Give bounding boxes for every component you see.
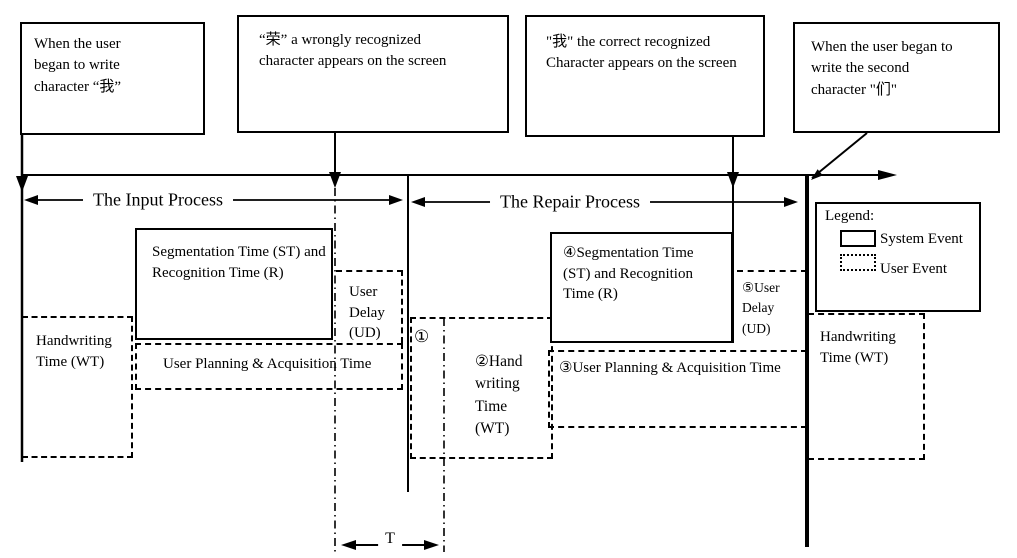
planning-time-1-label: User Planning & Acquisition Time [163, 356, 372, 372]
annotation-wrong-char-text: “荣” a wrongly recognized character appea… [259, 32, 447, 70]
segment-seg-recog-time-1: Segmentation Time (ST) and Recognition T… [135, 228, 333, 340]
event2-arrowhead [329, 172, 341, 188]
segment-user-delay-2: ⑤User Delay (UD) [737, 270, 807, 350]
legend-box: Legend: System Event User Event [815, 202, 981, 312]
input-process-label: The Input Process [83, 189, 233, 211]
annotation-box-wrong-char: “荣” a wrongly recognized character appea… [237, 15, 509, 133]
segment-reaction-and-rewrite-region [410, 317, 553, 459]
marker-1-circled: ① [414, 327, 430, 346]
event4-arrowhead [811, 169, 823, 180]
system-event-swatch [840, 230, 876, 247]
annotation-correct-char-text: "我" the correct recognized Character app… [546, 34, 737, 72]
handwriting-time-1-label: Handwriting Time (WT) [36, 333, 112, 370]
segment-handwriting-time-1: Handwriting Time (WT) [22, 316, 133, 458]
event1-arrowhead [16, 176, 28, 192]
segment-handwriting-time-3: Handwriting Time (WT) [808, 313, 925, 460]
annotation-write-first-text: When the user began to write character “… [34, 36, 122, 95]
planning-time-2-label: ③User Planning & Acquisition Time [559, 360, 781, 376]
legend-system-event-label: System Event [880, 231, 963, 247]
legend-title: Legend: [825, 208, 875, 224]
annotation-box-correct-char: "我" the correct recognized Character app… [525, 15, 765, 137]
annotation-box-write-first: When the user began to write character “… [20, 22, 205, 135]
segment-user-delay-1: User Delay (UD) [336, 270, 403, 343]
segment-planning-time-1: User Planning & Acquisition Time [135, 343, 403, 390]
event3-arrowhead [727, 172, 739, 188]
repair-process-label: The Repair Process [490, 191, 650, 213]
annotation-box-write-second: When the user began to write the second … [793, 22, 1000, 133]
user-delay-1-label: User Delay (UD) [349, 284, 385, 342]
seg-recog-time-2-label: ④Segmentation Time (ST) and Recognition … [563, 245, 694, 303]
segment-seg-recog-time-2: ④Segmentation Time (ST) and Recognition … [550, 232, 733, 343]
handwriting-time-3-label: Handwriting Time (WT) [820, 329, 896, 366]
segment-planning-time-2: ③User Planning & Acquisition Time [548, 350, 807, 428]
event4-diagonal-line [811, 132, 868, 179]
annotation-write-second-text: When the user began to write the second … [811, 39, 953, 98]
timeline-arrowhead [878, 170, 897, 180]
seg-recog-time-1-label: Segmentation Time (ST) and Recognition T… [152, 244, 326, 281]
t-marker-label: T [378, 530, 402, 548]
user-event-swatch [840, 254, 876, 271]
legend-user-event-label: User Event [880, 261, 948, 277]
user-delay-2-label: ⑤User Delay (UD) [742, 280, 780, 336]
handwriting-time-2-label: ②Hand writing Time (WT) [475, 353, 523, 438]
